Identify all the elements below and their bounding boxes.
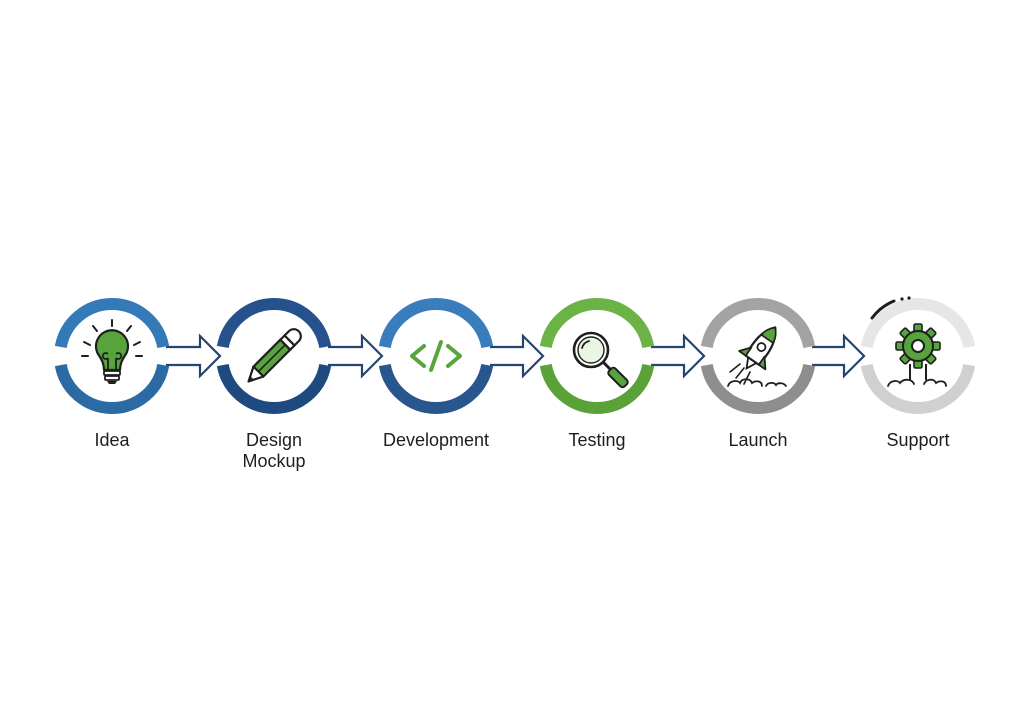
flow-arrow [651, 333, 706, 379]
support-ring-accent [870, 296, 911, 320]
step-label-1: Idea [42, 430, 182, 451]
rocket-icon [727, 326, 787, 387]
flow-arrow [490, 333, 545, 379]
step-label-3: Development [366, 430, 506, 451]
step-label-line: Mockup [242, 451, 306, 471]
step-label-line: Development [382, 430, 490, 450]
gear-icon [887, 323, 947, 387]
step-label-line: Idea [94, 430, 130, 450]
code-icon [410, 340, 462, 372]
flow-arrow [166, 333, 222, 379]
step-label-line: Testing [568, 430, 626, 450]
lightbulb-icon [81, 319, 143, 384]
step-label-line: Support [886, 430, 950, 450]
step-label-4: Testing [527, 430, 667, 451]
flow-arrow [812, 333, 866, 379]
step-label-line: Launch [728, 430, 788, 450]
step-label-6: Support [848, 430, 988, 451]
step-label-5: Launch [688, 430, 828, 451]
magnifier-icon [572, 331, 629, 389]
flow-arrow [328, 333, 384, 379]
pencil-icon [247, 328, 302, 383]
step-label-line: Design [245, 430, 303, 450]
